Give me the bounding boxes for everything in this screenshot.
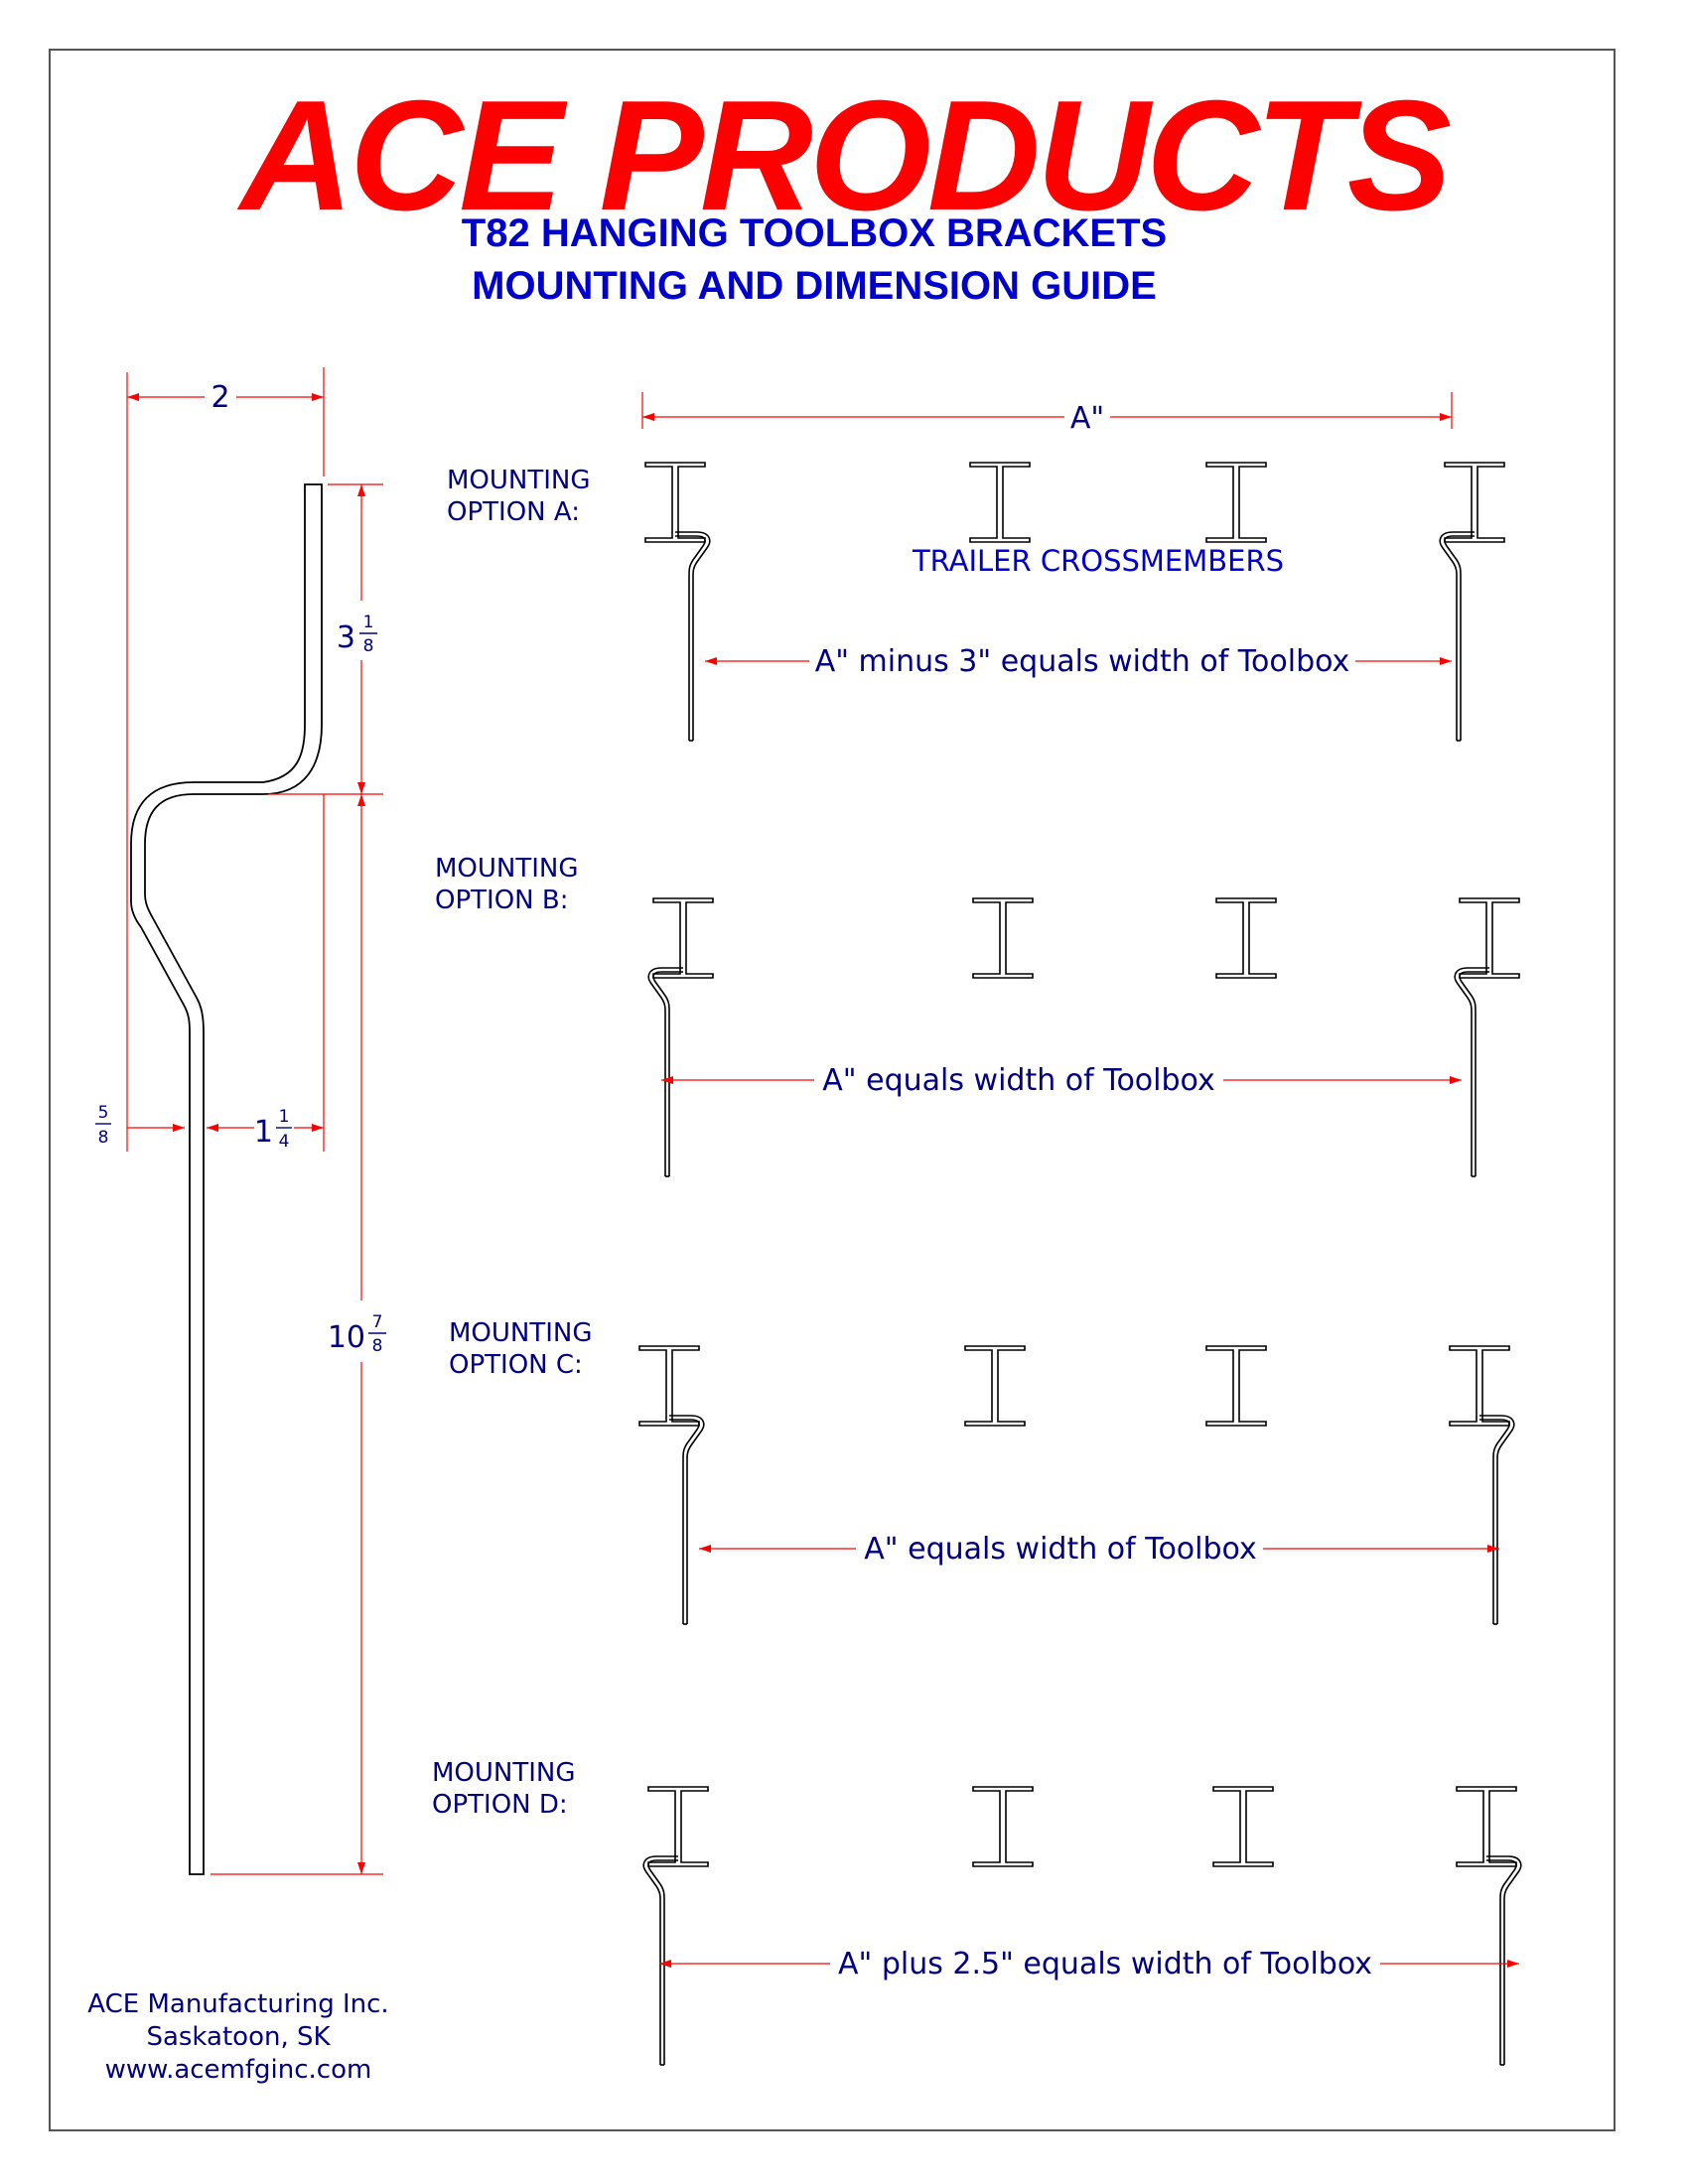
span-dimension-a (641, 392, 1453, 429)
dim-top-width (126, 367, 325, 1152)
dim-upper-den: 8 (363, 636, 374, 656)
dim-offsets (127, 794, 325, 1152)
dim-top-width-label: 2 (211, 380, 229, 415)
option-d-crossmembers (647, 1786, 1517, 1867)
option-b-label-1: MOUNTING (435, 854, 579, 884)
dim-left-num: 5 (98, 1103, 109, 1123)
footer-city: Saskatoon, SK (146, 2022, 331, 2052)
dim-left-den: 8 (98, 1128, 109, 1148)
dim-right-den: 4 (279, 1132, 290, 1152)
bracket-profile (130, 483, 323, 1875)
page-title: ACE PRODUCTS (239, 68, 1452, 243)
footer-company: ACE Manufacturing Inc. (87, 1989, 389, 2019)
subtitle-product: T82 HANGING TOOLBOX BRACKETS (461, 211, 1168, 255)
span-label-a: A" (1070, 401, 1104, 436)
option-b-label-2: OPTION B: (435, 886, 568, 915)
dim-upper-whole: 3 (337, 620, 355, 655)
option-a-label-2: OPTION A: (447, 497, 580, 527)
crossmembers-label: TRAILER CROSSMEMBERS (912, 544, 1284, 578)
option-c-brackets (668, 1415, 1515, 1625)
option-a-note: A" minus 3" equals width of Toolbox (815, 644, 1350, 679)
dim-lower-height (211, 794, 383, 1875)
dim-lower-num: 7 (372, 1312, 383, 1332)
option-c-crossmembers (638, 1345, 1510, 1427)
subtitle-guide: MOUNTING AND DIMENSION GUIDE (472, 264, 1157, 308)
option-c-note: A" equals width of Toolbox (864, 1532, 1256, 1567)
option-d-note: A" plus 2.5" equals width of Toolbox (838, 1947, 1372, 1981)
option-d-label-1: MOUNTING (432, 1758, 576, 1788)
option-d-label-2: OPTION D: (432, 1790, 568, 1820)
dim-right-whole: 1 (254, 1115, 273, 1150)
footer-website[interactable]: www.acemfginc.com (104, 2055, 372, 2085)
option-a-crossmembers (644, 462, 1505, 543)
option-b-note: A" equals width of Toolbox (822, 1063, 1214, 1098)
dim-lower-den: 8 (372, 1336, 383, 1356)
dim-right-num: 1 (279, 1107, 290, 1127)
dim-lower-whole: 10 (328, 1320, 365, 1355)
option-b-crossmembers (652, 897, 1520, 979)
option-c-label-2: OPTION C: (449, 1350, 583, 1380)
dim-upper-num: 1 (363, 613, 374, 632)
option-c-label-1: MOUNTING (449, 1318, 593, 1348)
page-border (49, 49, 1616, 2131)
option-a-label-1: MOUNTING (447, 466, 591, 495)
